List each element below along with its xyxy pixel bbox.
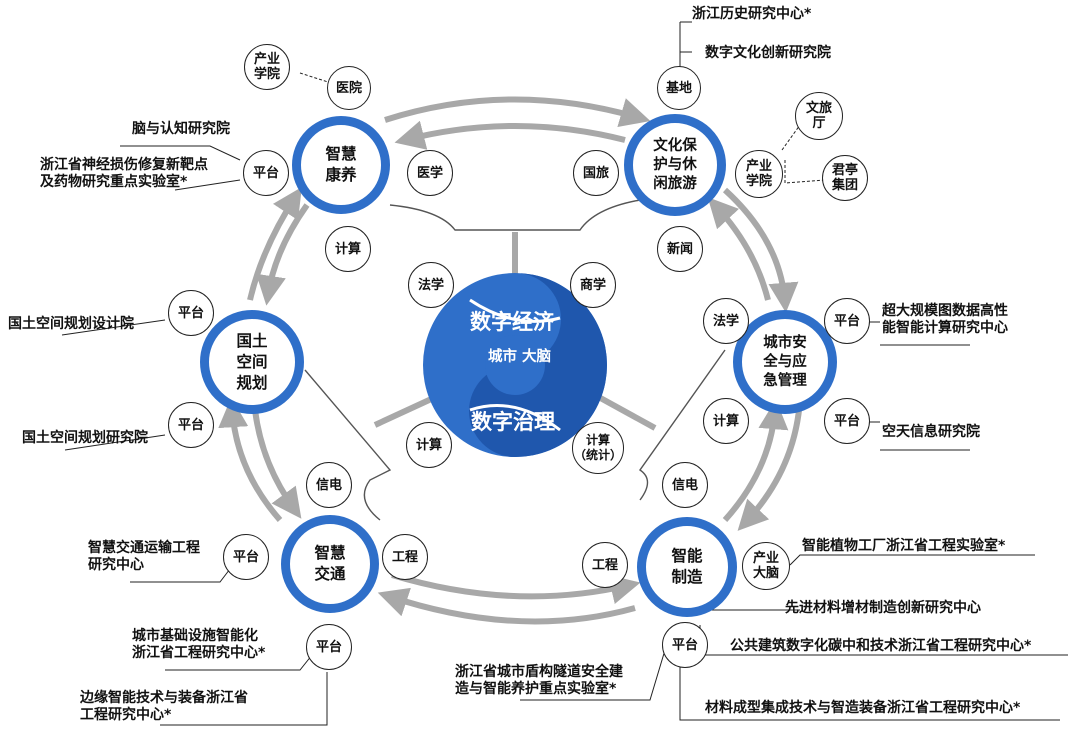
node-medicine: 医学 xyxy=(407,150,453,196)
node-platform-land-bottom: 平台 xyxy=(168,402,214,448)
node-hospital: 医院 xyxy=(327,66,371,110)
node-law-center: 法学 xyxy=(408,262,454,308)
thin-connectors xyxy=(304,199,726,521)
node-city-safety: 城市安 全与应 急管理 xyxy=(733,310,837,414)
node-platform-safety-top: 平台 xyxy=(824,298,870,344)
node-industry-academy-culture: 产业 学院 xyxy=(735,150,783,198)
node-land-planning: 国土 空间 规划 xyxy=(200,310,304,414)
node-national-travel: 国旅 xyxy=(573,150,619,196)
label-shield-tunnel: 浙江省城市盾构隧道安全建 造与智能养护重点实验室* xyxy=(455,664,623,697)
node-platform-manufacturing: 平台 xyxy=(662,622,708,668)
label-land-planning-design: 国土空间规划设计院 xyxy=(8,316,134,332)
city-brain-label: 城市 大脑 xyxy=(488,349,552,365)
node-smart-health: 智慧 康养 xyxy=(292,116,390,214)
digital-governance-label: 数字治理 xyxy=(471,410,555,434)
label-brain-cognition: 脑与认知研究院 xyxy=(132,121,230,137)
label-smart-traffic-center: 智慧交通运输工程 研究中心 xyxy=(88,540,200,573)
label-city-infrastructure: 城市基础设施智能化 浙江省工程研究中心* xyxy=(132,628,266,661)
node-smart-manufacturing: 智能 制造 xyxy=(637,517,737,617)
node-business: 商学 xyxy=(570,262,616,308)
node-computing-health: 计算 xyxy=(325,226,371,272)
node-engineering-traffic: 工程 xyxy=(382,534,428,580)
label-additive-manufacturing: 先进材料增材制造创新研究中心 xyxy=(785,600,981,616)
node-platform-traffic-bottom: 平台 xyxy=(306,624,352,670)
node-news: 新闻 xyxy=(657,226,703,272)
node-telecom-traffic: 信电 xyxy=(306,462,352,508)
node-platform-land-top: 平台 xyxy=(168,290,214,336)
label-carbon-neutral: 公共建筑数字化碳中和技术浙江省工程研究中心* xyxy=(730,638,1032,654)
node-culture-tourism-dept: 文旅 厅 xyxy=(795,92,843,140)
node-computing-safety: 计算 xyxy=(703,398,749,444)
label-digital-culture: 数字文化创新研究院 xyxy=(705,45,831,61)
label-neural-lab: 浙江省神经损伤修复新靶点 及药物研究重点实验室* xyxy=(40,157,208,190)
node-telecom-manufacturing: 信电 xyxy=(662,462,708,508)
inner-ring xyxy=(252,120,789,604)
node-computing-stats: 计算 （统计） xyxy=(572,422,624,474)
node-engineering-manufacturing: 工程 xyxy=(582,542,628,588)
node-smart-traffic: 智慧 交通 xyxy=(281,515,379,613)
node-law-safety: 法学 xyxy=(703,298,749,344)
label-graph-computing: 超大规模图数据高性 能智能计算研究中心 xyxy=(882,303,1008,336)
label-land-planning-research: 国土空间规划研究院 xyxy=(22,430,148,446)
leader-lines xyxy=(61,21,1068,726)
node-platform-traffic: 平台 xyxy=(223,534,269,580)
node-culture-tourism: 文化保 护与休 闲旅游 xyxy=(624,114,726,216)
label-plant-factory: 智能植物工厂浙江省工程实验室* xyxy=(802,538,1006,554)
label-zhejiang-history: 浙江历史研究中心* xyxy=(692,6,812,22)
node-industry-academy-health: 产业 学院 xyxy=(244,44,290,90)
node-platform-health: 平台 xyxy=(243,150,289,196)
node-base: 基地 xyxy=(657,66,701,110)
node-junting-group: 君亭 集团 xyxy=(822,155,868,201)
node-industry-brain: 产业 大脑 xyxy=(742,542,790,590)
node-computing-center: 计算 xyxy=(406,422,452,468)
digital-economy-label: 数字经济 xyxy=(470,310,554,334)
label-aerospace-info: 空天信息研究院 xyxy=(882,424,980,440)
label-edge-intelligence: 边缘智能技术与装备浙江省 工程研究中心* xyxy=(80,690,248,723)
center-emblem xyxy=(423,273,607,457)
label-material-forming: 材料成型集成技术与智造装备浙江省工程研究中心* xyxy=(705,700,1021,716)
node-platform-safety-bottom: 平台 xyxy=(824,398,870,444)
